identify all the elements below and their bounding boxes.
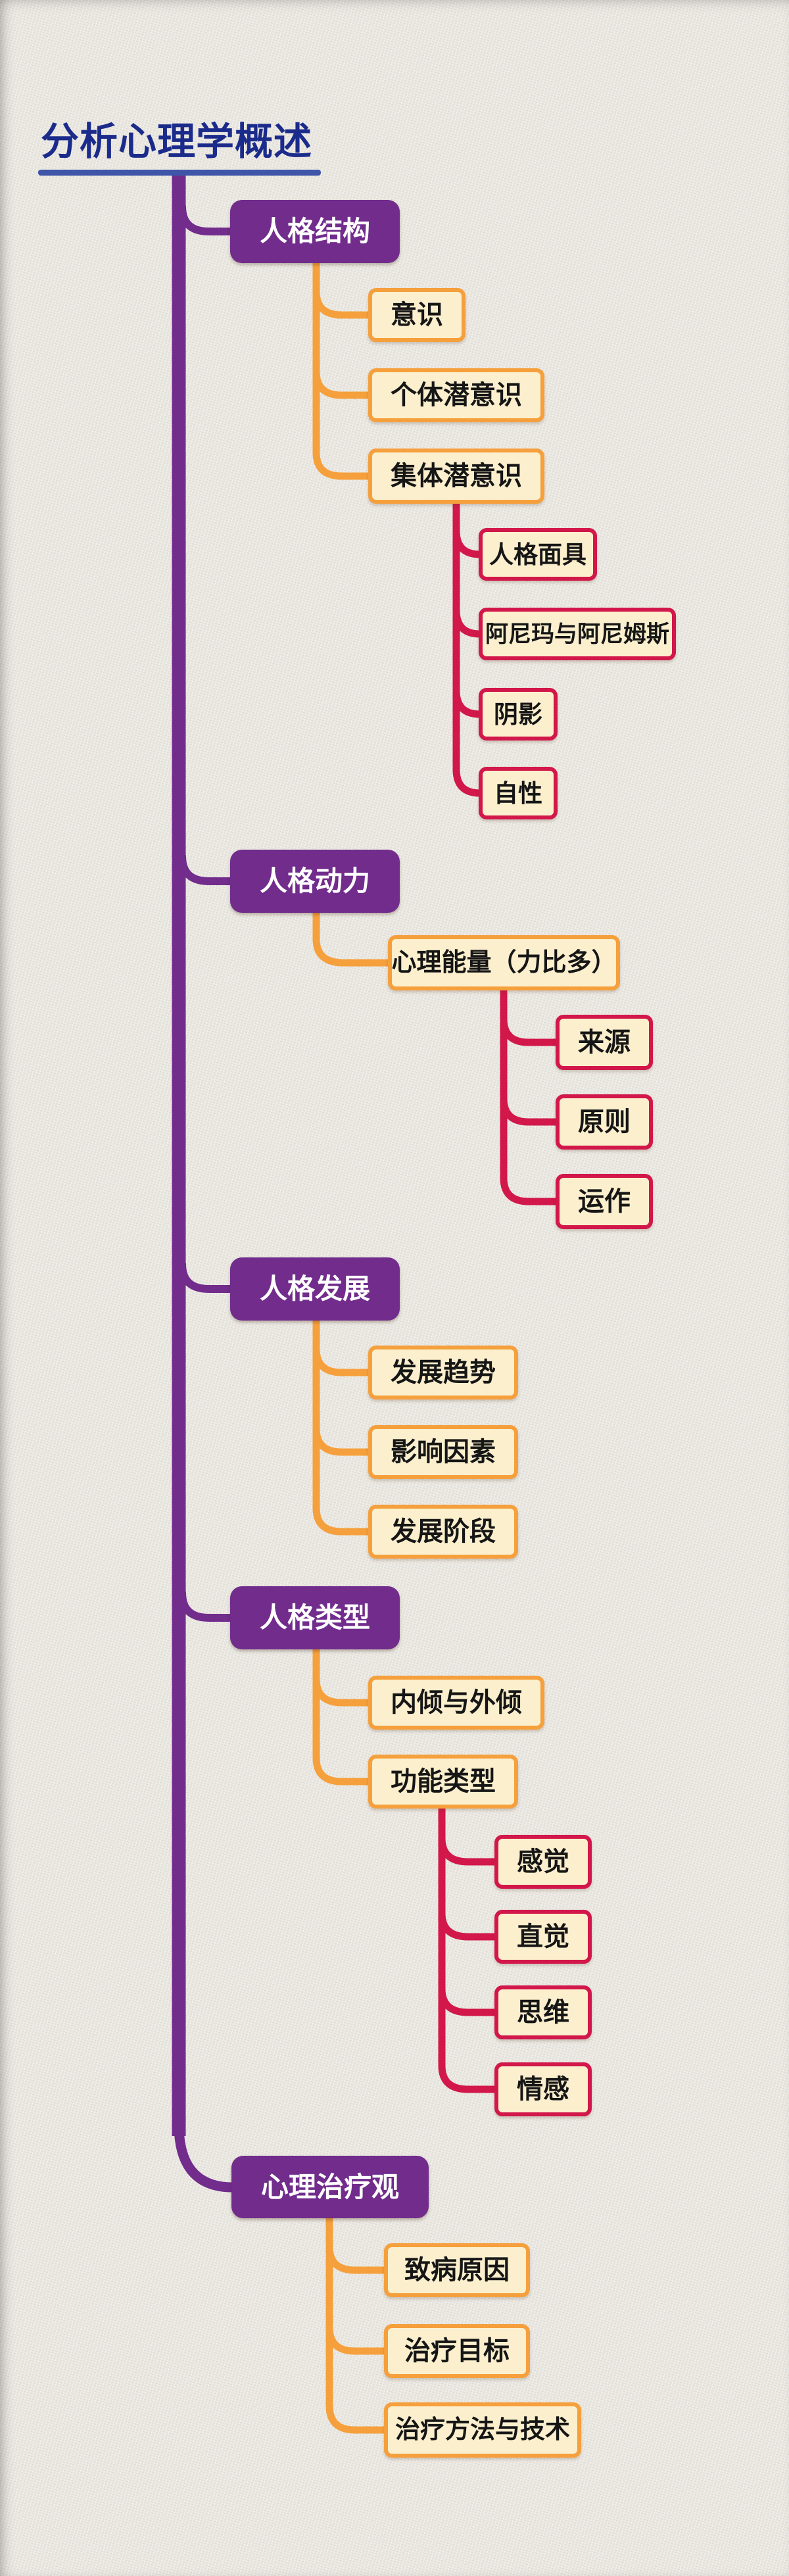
branch-personality-structure[interactable]: 人格结构 xyxy=(230,200,400,263)
node-pathogenic-causes[interactable]: 致病原因 xyxy=(384,2243,530,2297)
node-psychic-energy-libido[interactable]: 心理能量（力比多） xyxy=(388,935,620,990)
node-thinking[interactable]: 思维 xyxy=(494,1985,592,2039)
node-influencing-factors[interactable]: 影响因素 xyxy=(368,1425,518,1479)
branch-personality-development[interactable]: 人格发展 xyxy=(230,1257,400,1321)
node-self[interactable]: 自性 xyxy=(479,767,558,819)
node-operation[interactable]: 运作 xyxy=(556,1174,653,1229)
node-intuition[interactable]: 直觉 xyxy=(494,1910,592,1964)
node-shadow[interactable]: 阴影 xyxy=(479,688,558,741)
node-development-trend[interactable]: 发展趋势 xyxy=(368,1346,518,1399)
node-sensation[interactable]: 感觉 xyxy=(494,1835,592,1889)
node-treatment-methods-techniques[interactable]: 治疗方法与技术 xyxy=(384,2402,581,2458)
node-introversion-extraversion[interactable]: 内倾与外倾 xyxy=(368,1676,544,1730)
node-function-types[interactable]: 功能类型 xyxy=(368,1755,518,1809)
root-topic-title[interactable]: 分析心理学概述 xyxy=(41,120,313,163)
main-trunk-connector xyxy=(172,174,238,2193)
node-collective-unconscious[interactable]: 集体潜意识 xyxy=(368,449,544,504)
red-branch-connectors xyxy=(438,500,561,2093)
node-anima-animus[interactable]: 阿尼玛与阿尼姆斯 xyxy=(479,608,676,660)
root-topic-underline xyxy=(38,170,321,176)
node-personal-unconscious[interactable]: 个体潜意识 xyxy=(368,368,544,422)
orange-branch-connectors xyxy=(312,260,393,2434)
node-development-stages[interactable]: 发展阶段 xyxy=(368,1505,518,1559)
branch-personality-types[interactable]: 人格类型 xyxy=(230,1586,400,1649)
branch-psychotherapy-view[interactable]: 心理治疗观 xyxy=(231,2156,429,2218)
node-consciousness[interactable]: 意识 xyxy=(368,288,466,342)
node-source[interactable]: 来源 xyxy=(556,1015,653,1070)
branch-personality-dynamics[interactable]: 人格动力 xyxy=(230,850,400,913)
node-feeling[interactable]: 情感 xyxy=(494,2062,592,2116)
node-principle[interactable]: 原则 xyxy=(556,1094,653,1150)
node-treatment-goals[interactable]: 治疗目标 xyxy=(384,2324,530,2378)
node-persona[interactable]: 人格面具 xyxy=(479,528,597,581)
